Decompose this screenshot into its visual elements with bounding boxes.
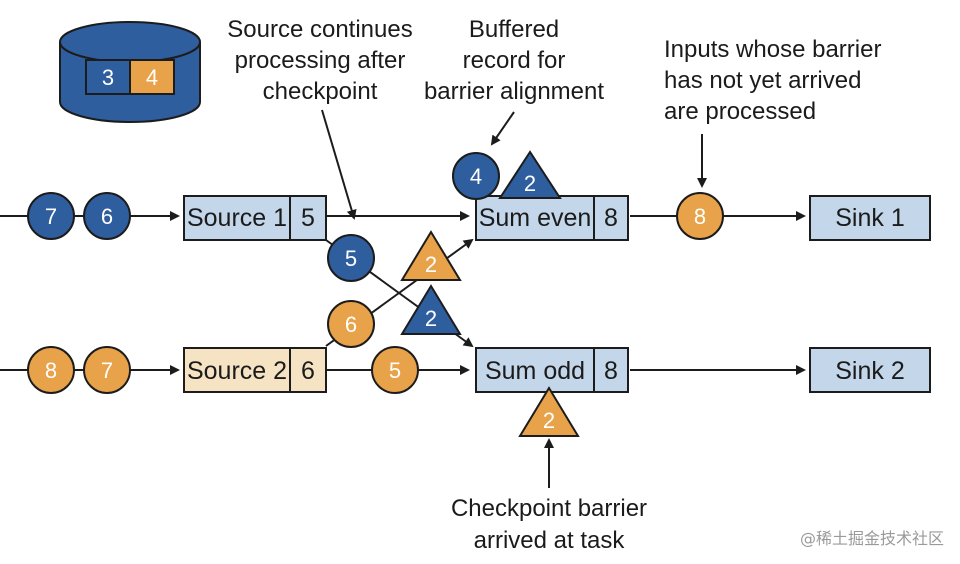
record-orange-5 [371,346,419,394]
record-orange-6-label: 6 [345,312,357,337]
record-blue-5 [327,234,375,282]
state-value-3: 3 [102,65,114,90]
barrier-at-sum-odd [518,386,580,437]
input-records: 7 6 8 7 [27,192,131,394]
sum-even-label: Sum even [479,204,592,232]
record-orange-5-label: 5 [389,358,401,383]
annotation-buffered-line-3: barrier alignment [424,78,604,105]
annotation-inputs-line-2: has not yet arrived [664,67,861,94]
barrier-at-sum-even [498,150,562,199]
buffered-record-4-label: 4 [470,164,482,189]
record-blue-5-label: 5 [345,246,357,271]
sum-odd-value: 8 [604,357,618,385]
record-orange-8-label: 8 [45,358,57,383]
sum-even: Sum even 8 [475,195,629,241]
pointer-source-continues [321,109,357,220]
annotation-source-continues-line-1: Source continues [227,16,412,43]
annotation-source-continues-line-2: processing after [235,47,406,74]
annotation-inputs-processed: Inputs whose barrier has not yet arrived… [664,36,881,125]
watermark: @稀土掘金技术社区 [800,529,944,548]
pointer-buffered [490,111,515,146]
state-store: 3 4 [59,21,201,123]
sink-2-label: Sink 2 [835,357,904,385]
state-cell-blue [85,59,131,95]
record-orange-8 [27,346,75,394]
barrier-orange-to-even-label: 2 [425,252,437,277]
annotation-source-continues: Source continues processing after checkp… [227,16,412,105]
annotation-buffered-line-1: Buffered [469,16,559,43]
source-2-label: Source 2 [187,357,287,385]
record-orange-8-out [676,192,724,240]
record-orange-7-label: 7 [101,358,113,383]
barrier-at-sum-even-label: 2 [524,171,536,196]
source-1-value: 5 [301,204,315,232]
barrier-blue-to-odd-label: 2 [425,306,437,331]
annotation-inputs-line-3: are processed [664,98,816,125]
record-blue-6-label: 6 [101,204,113,229]
sink-2: Sink 2 [809,347,931,393]
annotation-checkpoint-line-1: Checkpoint barrier [451,495,647,522]
annotation-checkpoint-barrier: Checkpoint barrier arrived at task [451,495,647,554]
state-value-4: 4 [146,65,158,90]
source-1: Source 1 5 [183,195,327,241]
sink-1-label: Sink 1 [835,204,904,232]
sum-odd: Sum odd 8 [475,347,629,393]
record-blue-7-label: 7 [45,204,57,229]
record-orange-8-out-label: 8 [694,204,706,229]
annotation-source-continues-line-3: checkpoint [263,78,378,105]
record-orange-6 [327,300,375,348]
annotation-buffered: Buffered record for barrier alignment [424,16,604,105]
sum-odd-label: Sum odd [485,357,585,385]
record-blue-6 [83,192,131,240]
barrier-orange-to-even [400,230,462,281]
source-2: Source 2 6 [183,347,327,393]
record-orange-7 [83,346,131,394]
connections [0,109,806,488]
sink-1: Sink 1 [809,195,931,241]
state-cell-orange [129,59,175,95]
in-flight: 5 6 5 2 2 [327,230,462,394]
record-blue-7 [27,192,75,240]
source-1-label: Source 1 [187,204,287,232]
sum-even-value: 8 [604,204,618,232]
annotation-checkpoint-line-2: arrived at task [474,527,626,554]
source-2-value: 6 [301,357,315,385]
barrier-at-sum-odd-label: 2 [543,408,555,433]
annotation-buffered-line-2: record for [463,47,566,74]
barrier-blue-to-odd [400,284,462,335]
annotation-inputs-line-1: Inputs whose barrier [664,36,881,63]
buffered-record-4 [452,152,500,200]
